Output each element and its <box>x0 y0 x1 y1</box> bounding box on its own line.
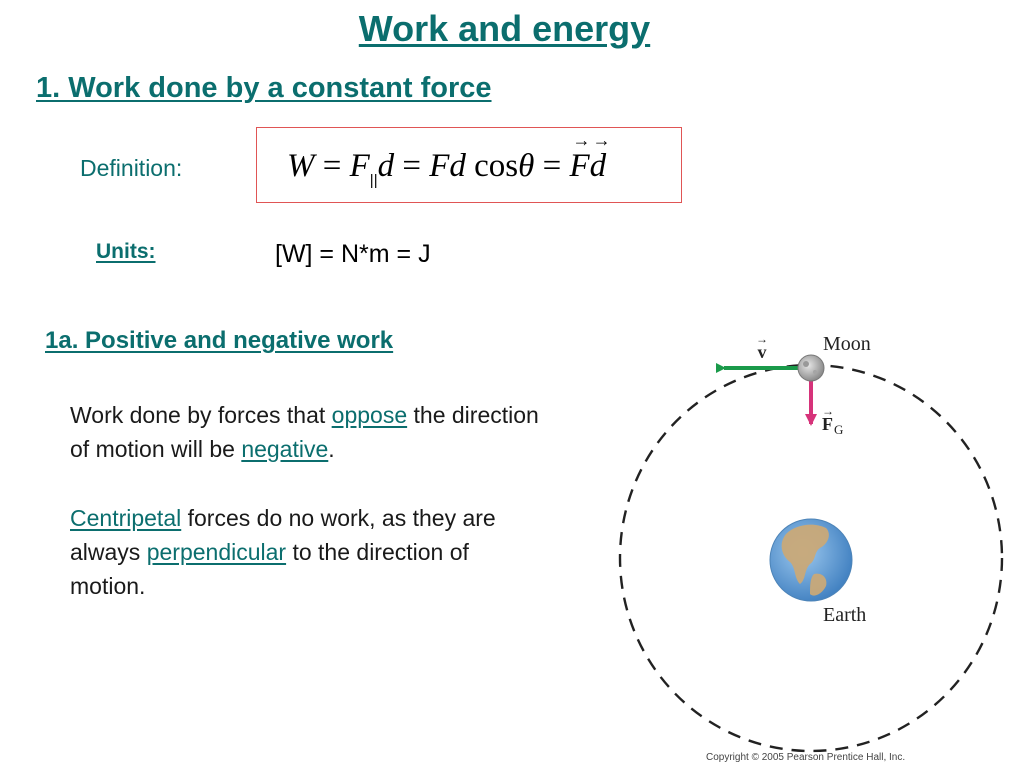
formula-Fd: Fd <box>429 148 466 184</box>
force-vector-arrow: → <box>822 404 834 418</box>
velocity-label-text: v <box>758 342 767 362</box>
paragraph-centripetal: Centripetal forces do no work, as they a… <box>70 501 540 603</box>
units-value: [W] = N*m = J <box>275 240 431 268</box>
earth-label: Earth <box>823 604 866 626</box>
moon-crater-icon <box>803 361 809 367</box>
moon-label: Moon <box>823 333 871 355</box>
formula-eq1: = <box>314 148 350 184</box>
formula-W: W <box>287 148 315 184</box>
work-formula: W = F||d = Fd cosθ = Fd <box>287 130 610 189</box>
formula-cos: cos <box>465 148 519 184</box>
para1-text-3: . <box>328 436 335 462</box>
moon-crater-icon <box>813 370 817 374</box>
definition-label: Definition: <box>80 155 183 181</box>
orbit-diagram: v → F G → Moon Earth <box>618 332 1004 753</box>
formula-box: W = F||d = Fd cosθ = Fd <box>256 127 682 203</box>
formula-vector-F: F <box>569 130 590 185</box>
formula-d: d <box>377 148 395 184</box>
para2-text-1: forces do no work, as they are always <box>70 505 496 565</box>
velocity-vector-arrow: → <box>756 332 768 346</box>
earth-landmass-icon <box>781 524 829 584</box>
paragraph-negative-work: Work done by forces that oppose the dire… <box>70 398 550 466</box>
formula-eq2: = <box>394 148 430 184</box>
units-label: Units: <box>96 240 156 263</box>
para1-text-1: Work done by forces that <box>70 402 332 428</box>
velocity-label: v → <box>756 332 768 362</box>
formula-F: F <box>349 148 370 184</box>
keyword-negative: negative <box>241 436 329 462</box>
formula-vector-d: d <box>590 130 610 185</box>
formula-parallel: || <box>369 172 378 189</box>
page-title: Work and energy <box>358 8 651 49</box>
formula-eq3: = <box>534 148 570 184</box>
para1-text-2: the direction of motion will be <box>70 402 539 462</box>
keyword-centripetal: Centripetal <box>70 505 182 531</box>
keyword-perpendicular: perpendicular <box>146 539 287 565</box>
keyword-oppose: oppose <box>331 402 408 428</box>
gravity-force-label: F G → <box>822 404 843 437</box>
force-label-text: F <box>822 414 833 434</box>
section-heading-work-constant-force: 1. Work done by a constant force <box>36 72 492 104</box>
formula-theta: θ <box>518 148 535 184</box>
para2-text-2: to the direction of motion. <box>70 539 469 599</box>
section-heading-positive-negative-work: 1a. Positive and negative work <box>45 327 394 354</box>
copyright-notice: Copyright © 2005 Pearson Prentice Hall, … <box>706 752 906 763</box>
earth-landmass-icon <box>810 573 827 596</box>
moon-icon <box>797 354 825 382</box>
force-label-subscript: G <box>834 422 843 437</box>
